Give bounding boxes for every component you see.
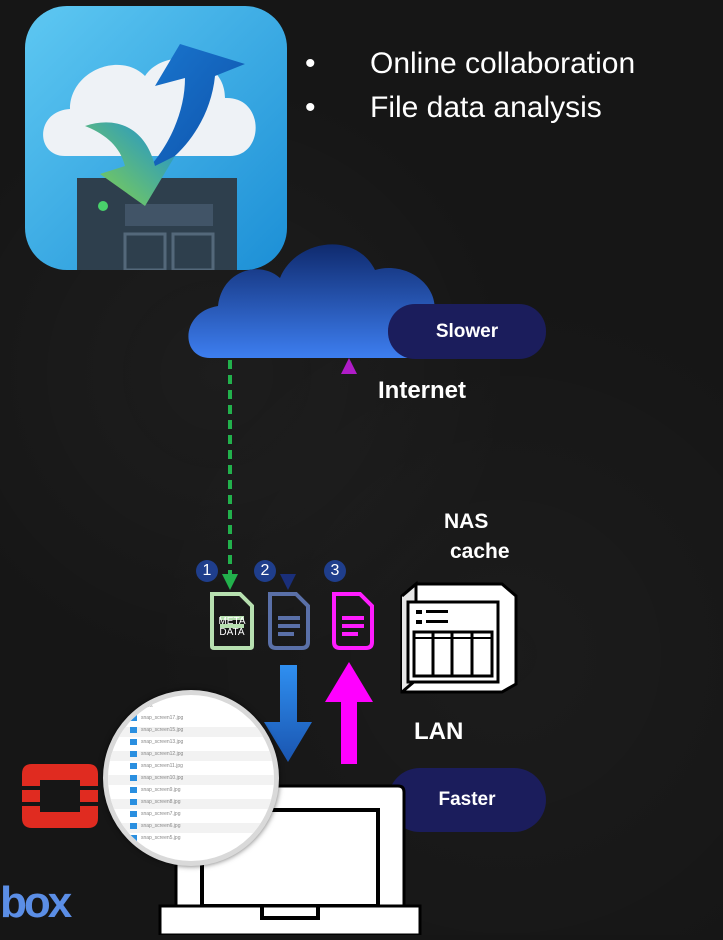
step-badge-1: 1 — [196, 560, 218, 582]
file-list-row: snap_screen9.jpg — [108, 787, 274, 797]
file-name: snap_screen8.jpg — [141, 799, 181, 806]
lan-download-arrow — [264, 665, 312, 762]
bullet-text: Online collaboration — [370, 47, 636, 80]
nas-cache-label: NAS cache — [444, 507, 510, 567]
metadata-text-line2: DATA — [219, 627, 245, 638]
file-name: snap_screen11.jpg — [141, 763, 183, 770]
file-list-row: snap_screen12.jpg — [108, 751, 274, 761]
file-name: snap_screen17.jpg — [141, 715, 184, 722]
file-name: snap_screen10.jpg — [141, 775, 184, 782]
bullet-marker: • — [305, 91, 316, 124]
step3-arrowhead — [341, 358, 357, 374]
bullet-marker: • — [305, 47, 316, 80]
file-list-row: snap_screen5.jpg — [108, 835, 274, 845]
file-name: snap_screen12.jpg — [141, 751, 184, 758]
nas-label-line2: cache — [450, 540, 510, 563]
bullet-text: File data analysis — [370, 91, 602, 124]
file-list-row: snap_screen7.jpg — [108, 811, 274, 821]
file-name: snap_screen6.jpg — [141, 823, 181, 830]
faster-speed-badge: Faster — [388, 768, 546, 832]
internet-label: Internet — [378, 377, 467, 404]
faster-label: Faster — [438, 789, 496, 810]
file-list-row: snap_screen10.jpg — [108, 775, 274, 785]
box-logo: box — [0, 878, 72, 927]
metadata-text-line1: META — [218, 616, 246, 627]
document-icon-step3 — [330, 592, 376, 650]
file-list-row: snap_screen8.jpg — [108, 799, 274, 809]
file-list-row: snap_screen17.jpg — [108, 715, 274, 725]
file-name: Sdcrt — [141, 703, 153, 710]
file-list-header-row: Sdcrt — [108, 703, 274, 713]
file-list-row: snap_screen11.jpg — [108, 763, 274, 773]
file-list-row: snap_screen15.jpg — [108, 727, 274, 737]
file-name: snap_screen13.jpg — [141, 739, 184, 746]
step1-arrowhead — [222, 574, 238, 590]
slower-label: Slower — [435, 320, 499, 342]
nas-label-line1: NAS — [444, 510, 489, 533]
feature-bullet-list: • Online collaboration • File data analy… — [305, 42, 635, 130]
nas-device-icon — [394, 576, 524, 696]
bullet-item-online-collaboration: • Online collaboration — [305, 42, 635, 86]
document-icon-step2 — [266, 592, 312, 650]
step2-arrowhead — [280, 574, 296, 590]
slower-speed-badge: Slower — [388, 304, 546, 359]
lan-upload-arrow — [325, 662, 373, 764]
bullet-item-file-data-analysis: • File data analysis — [305, 86, 635, 130]
file-list-zoom-view: Sdcrt snap_screen17.jpg snap_screen15.jp… — [103, 690, 279, 866]
step-badge-3: 3 — [324, 560, 346, 582]
file-list-row: snap_screen6.jpg — [108, 823, 274, 833]
openstack-logo-icon — [22, 764, 98, 828]
metadata-file-icon: META DATA — [208, 592, 256, 650]
step-badge-2: 2 — [254, 560, 276, 582]
file-name: snap_screen5.jpg — [141, 835, 181, 842]
file-list-row: snap_screen13.jpg — [108, 739, 274, 749]
cloud-icon — [180, 230, 460, 360]
file-name: snap_screen9.jpg — [141, 787, 181, 794]
file-name: snap_screen7.jpg — [141, 811, 181, 818]
app-logo-icon — [25, 6, 287, 272]
lan-label: LAN — [414, 718, 464, 745]
file-name: snap_screen15.jpg — [141, 727, 184, 734]
